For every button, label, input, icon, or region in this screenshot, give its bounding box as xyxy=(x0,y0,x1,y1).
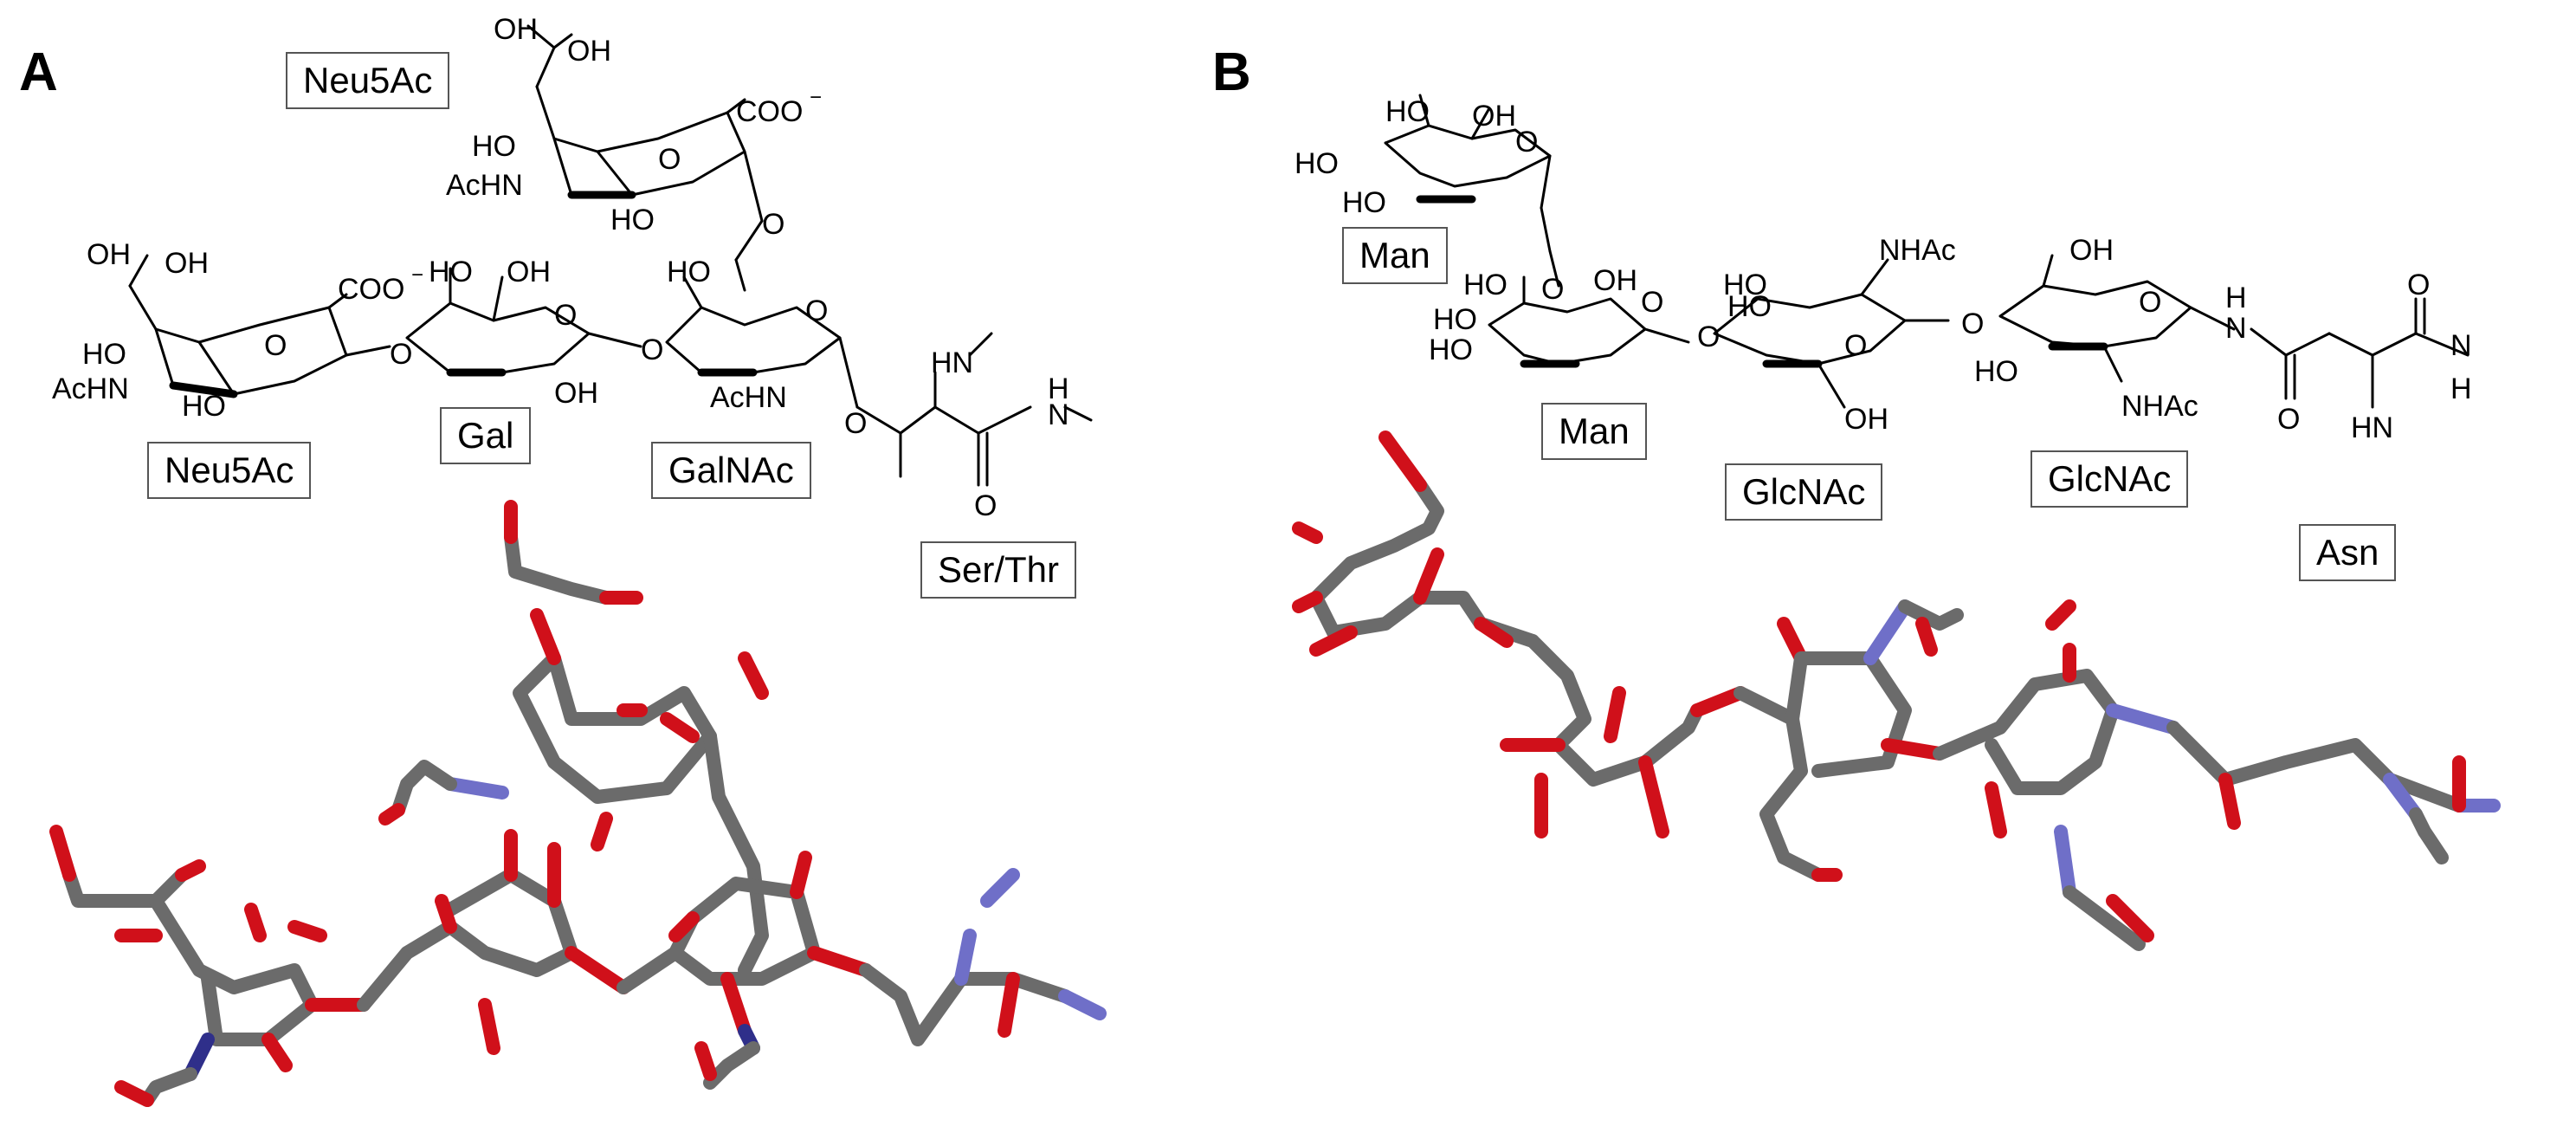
atom-label: NHAc xyxy=(1879,234,1956,267)
atom-label: HO xyxy=(1723,269,1767,301)
atom-label: H xyxy=(1048,372,1069,405)
label-asn: Asn xyxy=(2299,524,2397,582)
atom-label: H xyxy=(2225,282,2247,314)
atom-label: NHAc xyxy=(2121,390,2198,423)
panel-letter-b: B xyxy=(1212,42,1251,102)
atom-label: HO xyxy=(82,338,126,371)
atom-label: OH xyxy=(165,247,209,280)
atom-label: HO xyxy=(1385,95,1430,128)
atom-label: OH xyxy=(1472,100,1516,133)
atom-label: OH xyxy=(2069,234,2114,267)
atom-label: HO xyxy=(1463,269,1508,301)
label-man-bottom: Man xyxy=(1541,403,1647,461)
atom-label: N xyxy=(2450,329,2472,362)
atom-label: N xyxy=(1048,398,1069,431)
atom-label: O xyxy=(264,329,287,362)
atom-label: O xyxy=(2407,269,2430,301)
atom-label: O xyxy=(1641,286,1663,319)
atom-label: HO xyxy=(472,130,516,163)
atom-label: O xyxy=(805,295,828,327)
atom-label: O xyxy=(658,143,681,176)
atom-label: O xyxy=(1515,126,1538,159)
atom-label: O xyxy=(1541,273,1564,306)
atom-label: O xyxy=(2277,403,2300,436)
atom-label: COO xyxy=(736,95,803,128)
atom-label: OH xyxy=(87,238,131,271)
atom-label: HO xyxy=(610,204,655,236)
atom-label: HO xyxy=(182,390,226,423)
atom-label: HO xyxy=(1294,147,1339,180)
label-glcnac-left: GlcNAc xyxy=(1725,463,1883,521)
panel-a-stick-model xyxy=(49,500,1107,1107)
panel-letter-a: A xyxy=(19,42,58,102)
atom-label: OH xyxy=(507,256,551,288)
panel-b-2d-structure: HO OH HO O HO HO O HO OH HO O O HO HO NH… xyxy=(1294,94,2472,444)
panel-b-stick-model xyxy=(1292,431,2501,951)
atom-label: HO xyxy=(1433,303,1477,336)
atom-label: HO xyxy=(429,256,473,288)
label-neu5ac-top: Neu5Ac xyxy=(286,52,450,110)
atom-label: HO xyxy=(1727,290,1772,323)
atom-label: HO xyxy=(667,256,711,288)
atom-label: HO xyxy=(1974,355,2018,388)
label-galnac: GalNAc xyxy=(651,442,811,500)
atom-label: OH xyxy=(567,35,611,68)
label-glcnac-right: GlcNAc xyxy=(2030,450,2189,508)
atom-label: O xyxy=(641,333,663,366)
atom-label: HO xyxy=(1429,333,1473,366)
atom-label: OH xyxy=(1593,264,1637,297)
atom-label: O xyxy=(974,489,997,522)
atom-label: − xyxy=(810,86,822,109)
atom-label: HO xyxy=(1342,186,1386,219)
atom-label: O xyxy=(844,407,867,440)
atom-label: AcHN xyxy=(52,372,129,405)
atom-label: OH xyxy=(1844,403,1888,436)
atom-label: HN xyxy=(931,346,973,379)
atom-label: H xyxy=(2450,372,2472,405)
atom-label: COO xyxy=(338,273,404,306)
atom-label: HN xyxy=(2351,411,2393,444)
label-neu5ac-bottom: Neu5Ac xyxy=(147,442,312,500)
atom-label: O xyxy=(554,299,577,332)
atom-label: OH xyxy=(494,13,538,46)
atom-label: O xyxy=(762,208,784,241)
atom-label: OH xyxy=(554,377,598,410)
label-gal: Gal xyxy=(440,407,532,465)
atom-label: AcHN xyxy=(710,381,787,414)
atom-label: O xyxy=(2139,286,2161,319)
atom-label: − xyxy=(411,263,423,287)
atom-label: O xyxy=(390,338,412,371)
atom-label: O xyxy=(1961,308,1984,340)
label-man-top: Man xyxy=(1342,227,1448,285)
atom-label: O xyxy=(1844,329,1867,362)
atom-label: O xyxy=(1697,320,1720,353)
label-ser-thr: Ser/Thr xyxy=(920,541,1077,599)
atom-label: N xyxy=(2225,312,2247,345)
panel-a-2d-structure: OH OH COO − HO AcHN HO O OH OH COO − HO … xyxy=(52,13,1093,522)
atom-label: AcHN xyxy=(446,169,523,202)
